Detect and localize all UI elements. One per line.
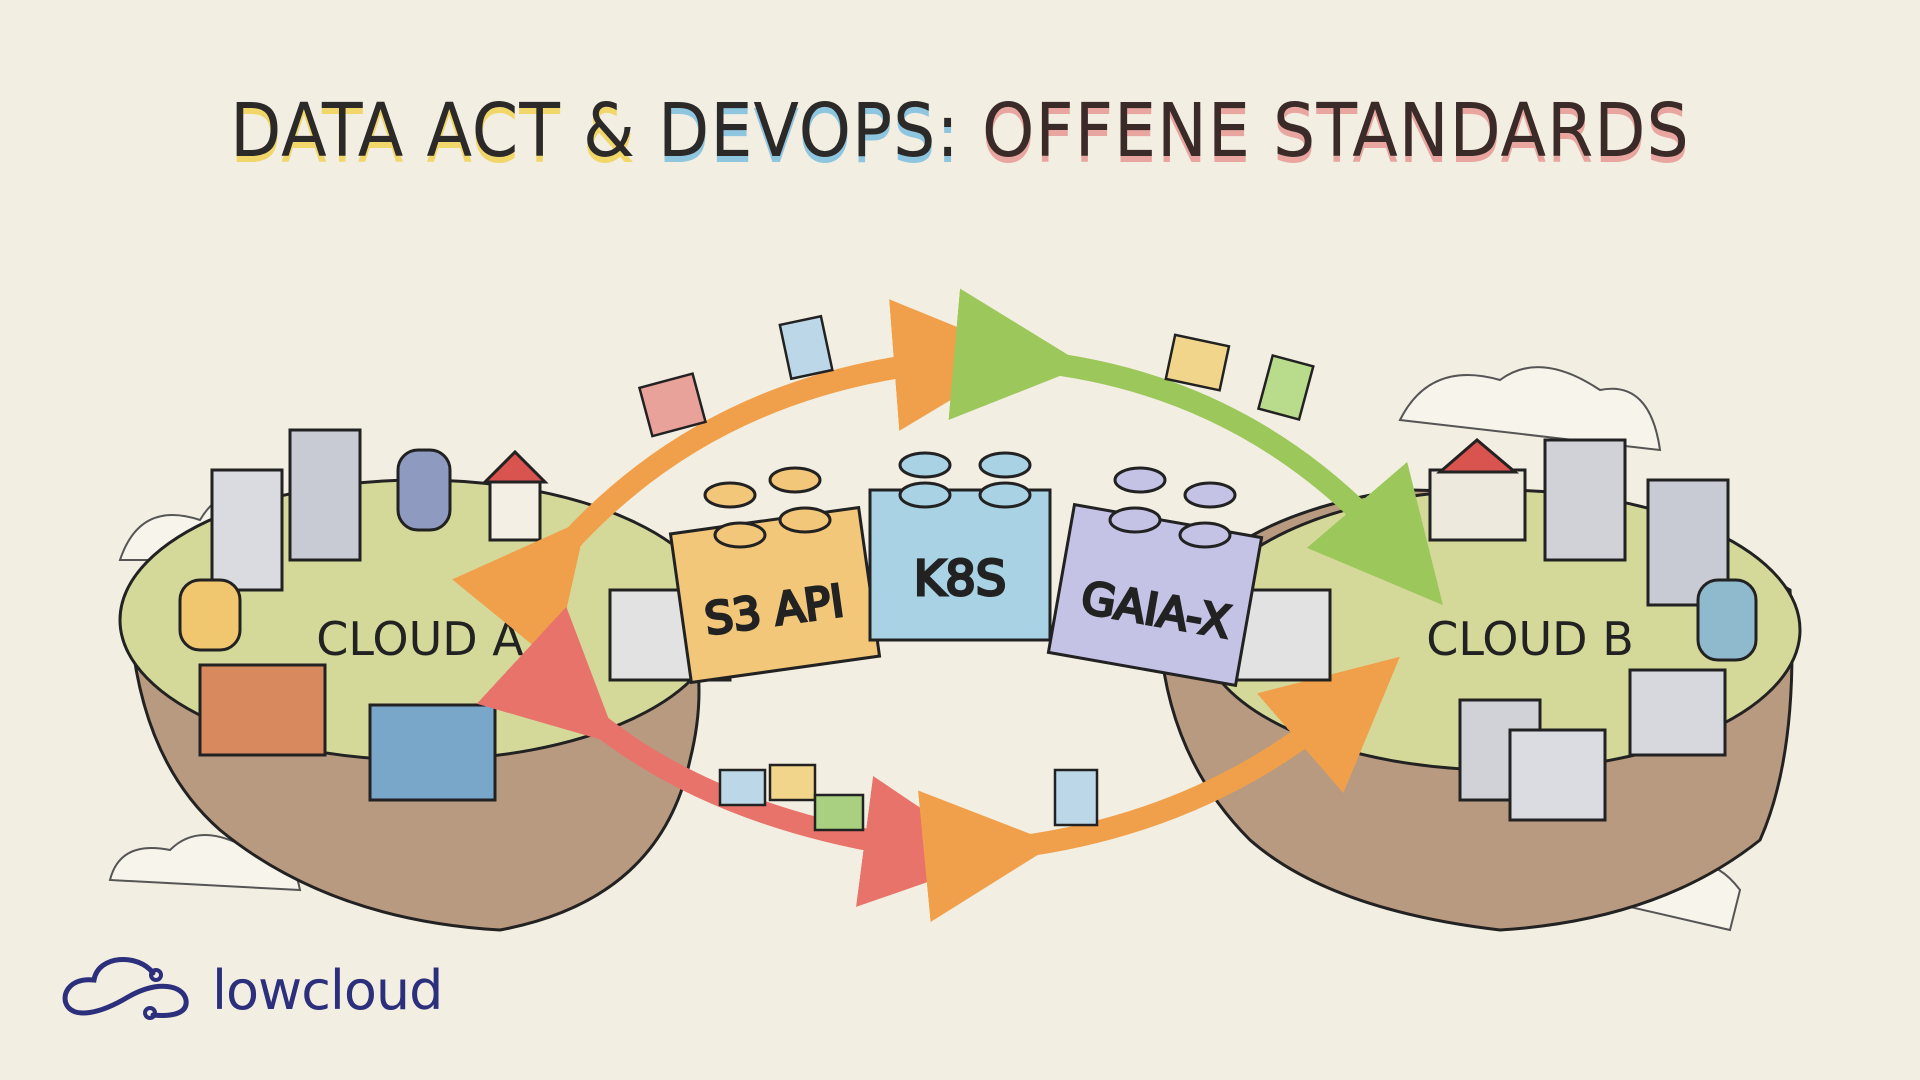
block-k8s: K8S xyxy=(868,451,1052,642)
arrow-top-left xyxy=(452,299,1026,663)
block-s3-api: S3 API xyxy=(668,466,882,685)
database-icon xyxy=(396,448,452,532)
container-icon xyxy=(1508,728,1607,822)
house-icon xyxy=(488,478,542,542)
block-gaia-x: GAIA-X xyxy=(1046,466,1264,688)
document-icon xyxy=(1053,768,1099,827)
folder-icon xyxy=(637,372,708,438)
logo: lowcloud xyxy=(58,955,443,1025)
island-cloud-b: CLOUD B xyxy=(1158,438,1802,932)
server-icon xyxy=(1543,438,1627,562)
database-icon xyxy=(1696,578,1758,662)
arrow-top-right xyxy=(948,288,1443,606)
page-title: DATA ACT & DEVOPS: OFFENE STANDARDS xyxy=(0,88,1920,174)
container-icon xyxy=(368,703,497,802)
standard-blocks: S3 API K8S GAIA-X xyxy=(608,451,1332,688)
arrows xyxy=(452,288,1443,922)
building-icon xyxy=(1428,468,1527,542)
title-part-2: DEVOPS: xyxy=(658,88,960,174)
folder-icon xyxy=(1164,333,1231,392)
container-icon xyxy=(198,663,327,757)
envelope-icon xyxy=(768,763,817,802)
server-icon xyxy=(288,428,362,562)
server-icon xyxy=(210,468,284,592)
block-label-k8s: K8S xyxy=(914,551,1006,607)
database-icon xyxy=(178,578,242,652)
title-part-3: OFFENE STANDARDS xyxy=(982,88,1690,174)
island-label-cloud-b: CLOUD B xyxy=(1426,612,1634,666)
cloud-logo-icon xyxy=(62,957,189,1020)
title-part-1: DATA ACT & xyxy=(230,88,636,174)
document-icon xyxy=(778,314,834,381)
files xyxy=(637,314,1315,832)
logo-text: lowcloud xyxy=(212,958,443,1022)
building-icon xyxy=(1628,668,1727,757)
document-icon xyxy=(1256,353,1315,422)
island-label-cloud-a: CLOUD A xyxy=(316,612,524,666)
envelope-icon xyxy=(718,768,767,807)
arrow-bottom-right xyxy=(918,656,1400,922)
envelope-icon xyxy=(813,793,865,832)
